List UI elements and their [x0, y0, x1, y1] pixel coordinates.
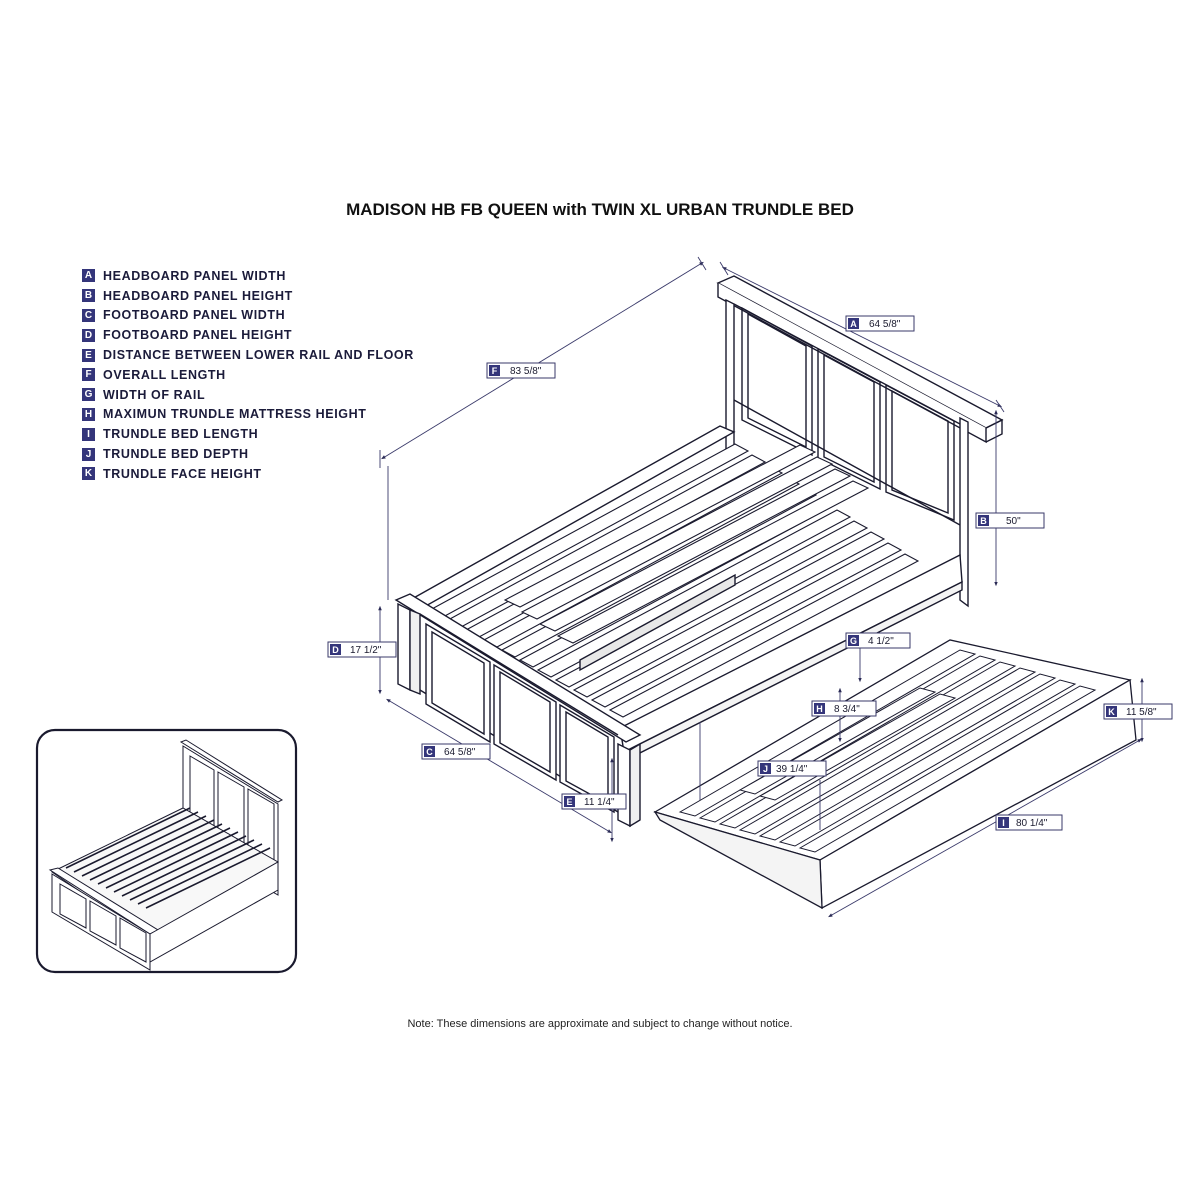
- dimension-letter: J: [763, 764, 768, 774]
- legend-letter: I: [82, 427, 95, 441]
- dimension-tag-k: K 11 5/8": [1103, 703, 1173, 720]
- dimension-letter: I: [1002, 818, 1005, 828]
- legend-item-g: G WIDTH OF RAIL: [82, 385, 414, 405]
- legend-item-k: K TRUNDLE FACE HEIGHT: [82, 464, 414, 484]
- dimension-tag-d: D 17 1/2": [327, 641, 397, 658]
- legend-letter: F: [82, 368, 95, 382]
- dimension-tag-h: H 8 3/4": [811, 700, 877, 717]
- dimension-tag-b: B 50": [975, 512, 1045, 529]
- dimension-value: 4 1/2": [868, 636, 894, 647]
- legend-item-d: D FOOTBOARD PANEL HEIGHT: [82, 325, 414, 345]
- diagram-title: MADISON HB FB QUEEN with TWIN XL URBAN T…: [346, 200, 854, 219]
- dimension-value: 64 5/8": [444, 747, 476, 758]
- legend-letter: H: [82, 407, 95, 421]
- dimension-value: 64 5/8": [869, 319, 901, 330]
- legend-label: WIDTH OF RAIL: [103, 387, 206, 402]
- legend-item-i: I TRUNDLE BED LENGTH: [82, 424, 414, 444]
- disclaimer-note: Note: These dimensions are approximate a…: [407, 1018, 793, 1030]
- legend-letter: K: [82, 467, 95, 481]
- legend-letter: B: [82, 289, 95, 303]
- dimension-tag-c: C 64 5/8": [421, 743, 491, 760]
- dimension-letter: H: [816, 704, 823, 714]
- legend-letter: A: [82, 269, 95, 283]
- legend-item-j: J TRUNDLE BED DEPTH: [82, 444, 414, 464]
- legend-item-c: C FOOTBOARD PANEL WIDTH: [82, 306, 414, 326]
- dimension-letter: C: [426, 747, 433, 757]
- dimension-value: 83 5/8": [510, 366, 542, 377]
- dimension-value: 39 1/4": [776, 764, 808, 775]
- legend-label: FOOTBOARD PANEL HEIGHT: [103, 328, 293, 343]
- dimension-value: 11 5/8": [1126, 707, 1157, 718]
- legend-letter: G: [82, 388, 95, 402]
- legend-letter: J: [82, 447, 95, 461]
- dimension-value: 11 1/4": [584, 797, 615, 808]
- dimension-tag-f: F 83 5/8": [486, 362, 556, 379]
- legend-label: FOOTBOARD PANEL WIDTH: [103, 308, 286, 323]
- legend-letter: C: [82, 308, 95, 322]
- legend-letter: E: [82, 348, 95, 362]
- legend-label: TRUNDLE BED DEPTH: [103, 447, 249, 462]
- dimension-value: 8 3/4": [834, 704, 860, 715]
- dimension-letter: E: [566, 797, 572, 807]
- dimension-tag-i: I 80 1/4": [995, 814, 1063, 831]
- dimension-tag-a: A 64 5/8": [845, 315, 915, 332]
- dimension-letter: B: [980, 516, 987, 526]
- legend-item-a: A HEADBOARD PANEL WIDTH: [82, 266, 414, 286]
- legend-label: MAXIMUN TRUNDLE MATTRESS HEIGHT: [103, 407, 367, 422]
- dimension-value: 80 1/4": [1016, 818, 1048, 829]
- dimension-legend: A HEADBOARD PANEL WIDTH B HEADBOARD PANEL …: [82, 266, 414, 484]
- bed-slats: [428, 443, 920, 718]
- legend-item-f: F OVERALL LENGTH: [82, 365, 414, 385]
- dimension-tag-e: E 11 1/4": [561, 793, 627, 810]
- dimension-tag-g: G 4 1/2": [845, 632, 911, 649]
- dimension-value: 50": [1006, 516, 1021, 527]
- dimension-tag-j: J 39 1/4": [757, 760, 827, 777]
- dimension-value: 17 1/2": [350, 645, 382, 656]
- legend-label: HEADBOARD PANEL WIDTH: [103, 268, 286, 283]
- dimension-letter: D: [332, 645, 339, 655]
- dimension-letter: G: [850, 636, 857, 646]
- dimension-letter: K: [1108, 707, 1115, 717]
- dimension-letter: F: [492, 366, 498, 376]
- legend-item-e: E DISTANCE BETWEEN LOWER RAIL AND FLOOR: [82, 345, 414, 365]
- legend-letter: D: [82, 328, 95, 342]
- legend-item-b: B HEADBOARD PANEL HEIGHT: [82, 286, 414, 306]
- legend-label: DISTANCE BETWEEN LOWER RAIL AND FLOOR: [103, 348, 414, 363]
- legend-label: TRUNDLE BED LENGTH: [103, 427, 259, 442]
- dimension-letter: A: [850, 319, 857, 329]
- legend-item-h: H MAXIMUN TRUNDLE MATTRESS HEIGHT: [82, 405, 414, 425]
- legend-label: HEADBOARD PANEL HEIGHT: [103, 288, 293, 303]
- legend-label: TRUNDLE FACE HEIGHT: [103, 466, 262, 481]
- legend-label: OVERALL LENGTH: [103, 367, 226, 382]
- inset-bed-thumbnail: [35, 728, 298, 974]
